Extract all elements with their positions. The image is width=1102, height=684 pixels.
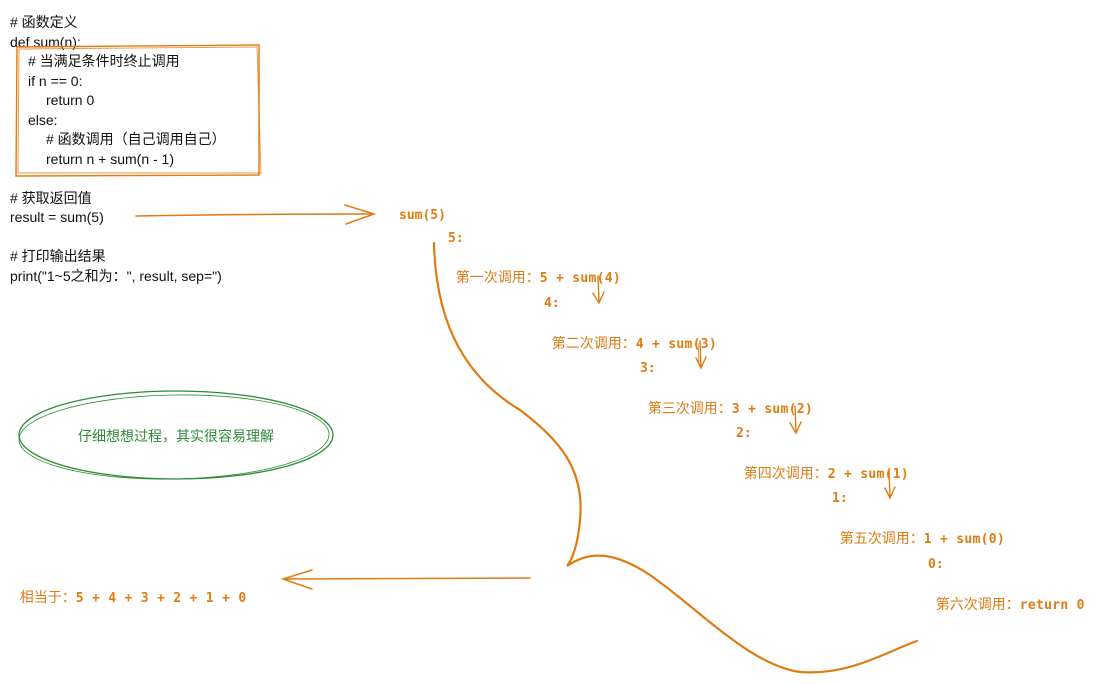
step-4: 第四次调用：2 + sum(1) (736, 447, 909, 483)
code-else-line: else: (28, 111, 58, 128)
step-4-label: 第四次调用： (743, 466, 828, 482)
code-if-line: if n == 0: (28, 72, 83, 89)
code-return0-line: return 0 (46, 92, 95, 108)
step-2: 第二次调用：4 + sum(3) (544, 317, 717, 353)
step-1-n: 5: (448, 231, 464, 246)
step-4-n: 2: (736, 426, 752, 441)
code-result-line: result = sum(5) (10, 209, 104, 225)
step-5-label: 第五次调用： (839, 531, 924, 547)
step-4-expr: 2 + sum(1) (827, 467, 910, 482)
down-arrow-4 (884, 470, 896, 500)
step-5-n: 1: (832, 491, 848, 506)
down-arrow-3 (789, 405, 802, 435)
step-3-expr: 3 + sum(2) (731, 402, 814, 417)
code-comment-call: # 函数调用（自己调用自己） (46, 131, 226, 147)
code-print-line: print("1~5之和为：", result, sep=") (10, 267, 222, 284)
down-arrow-2 (695, 340, 707, 370)
result-to-sum-arrow (135, 204, 377, 225)
code-comment-stop: # 当满足条件时终止调用 (28, 53, 180, 69)
code-return-rec-line: return n + sum(n - 1) (46, 150, 174, 167)
step-3-label: 第三次调用： (647, 401, 732, 417)
step-3-n: 3: (640, 361, 656, 376)
step-2-expr: 4 + sum(3) (635, 337, 718, 352)
step-1-label: 第一次调用： (455, 270, 540, 286)
function-body-box (15, 44, 262, 177)
step-3: 第三次调用：3 + sum(2) (640, 382, 813, 418)
code-def-line: def sum(n): (10, 33, 81, 50)
equivalent-note: 相当于：5 + 4 + 3 + 2 + 1 + 0 (12, 571, 246, 607)
recursion-return-curve (432, 241, 919, 674)
equivalent-arrow (280, 569, 531, 590)
step-2-label: 第二次调用： (551, 336, 636, 352)
step-1-expr: 5 + sum(4) (539, 271, 622, 286)
root-call-label: sum(5) (399, 208, 446, 223)
step-6-n: 0: (928, 557, 944, 572)
equivalent-expr: 5 + 4 + 3 + 2 + 1 + 0 (75, 591, 247, 606)
equivalent-label: 相当于： (19, 590, 76, 606)
down-arrow-1 (592, 275, 605, 305)
step-6-label: 第六次调用： (935, 597, 1020, 613)
thought-ellipse (18, 390, 334, 480)
step-5: 第五次调用：1 + sum(0) (832, 512, 1005, 548)
code-comment-func-def: # 函数定义 (10, 14, 78, 30)
step-2-n: 4: (544, 296, 560, 311)
step-6-expr: return 0 (1019, 598, 1085, 613)
step-6: 第六次调用：return 0 (928, 578, 1085, 614)
code-block: # 函数定义 def sum(n): # 当满足条件时终止调用 if n == … (10, 13, 226, 286)
code-comment-get: # 获取返回值 (10, 189, 92, 206)
step-5-expr: 1 + sum(0) (923, 532, 1006, 547)
step-1: 第一次调用：5 + sum(4) (448, 251, 621, 287)
code-comment-print: # 打印输出结果 (10, 248, 106, 264)
thought-note: 仔细想想过程，其实很容易理解 (78, 429, 274, 445)
